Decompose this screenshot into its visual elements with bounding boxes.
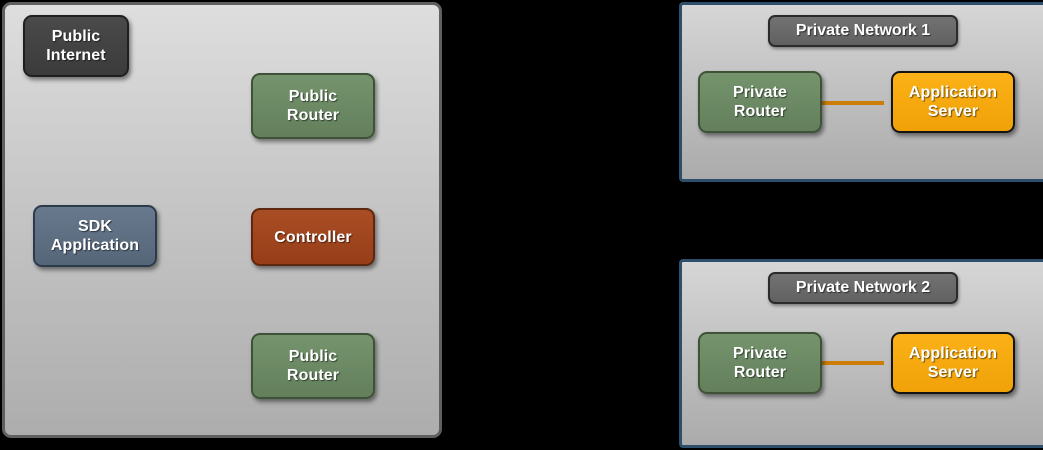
node-application-server-1-label: Application Server (908, 84, 998, 120)
private-network-1-title: Private Network 1 (768, 15, 958, 47)
node-public-internet[interactable]: Public Internet (23, 15, 129, 77)
public-cloud-panel: Public Internet Public Router SDK Applic… (2, 2, 442, 438)
node-sdk-application-label: SDK Application (50, 218, 140, 254)
node-application-server-2-label: Application Server (908, 345, 998, 381)
node-sdk-application[interactable]: SDK Application (33, 205, 157, 267)
node-private-router-1[interactable]: Private Router (698, 71, 822, 133)
node-controller-label: Controller (274, 228, 352, 246)
node-public-router-top-label: Public Router (286, 88, 340, 124)
private-network-1-panel: Private Network 1 Private Router Applica… (679, 2, 1043, 182)
node-public-internet-label: Public Internet (46, 28, 106, 64)
node-public-router-bottom-label: Public Router (286, 348, 340, 384)
connector-private-router-1-to-application-server-1 (812, 101, 884, 105)
node-private-router-2[interactable]: Private Router (698, 332, 822, 394)
private-network-2-title: Private Network 2 (768, 272, 958, 304)
node-private-router-2-label: Private Router (732, 345, 788, 381)
private-network-2-title-label: Private Network 2 (795, 279, 931, 296)
node-controller[interactable]: Controller (251, 208, 375, 266)
node-application-server-1[interactable]: Application Server (891, 71, 1015, 133)
node-public-router-top[interactable]: Public Router (251, 73, 375, 139)
node-public-router-bottom[interactable]: Public Router (251, 333, 375, 399)
private-network-1-title-label: Private Network 1 (795, 22, 931, 39)
connector-private-router-2-to-application-server-2 (812, 361, 884, 365)
private-network-2-panel: Private Network 2 Private Router Applica… (679, 259, 1043, 448)
node-private-router-1-label: Private Router (732, 84, 788, 120)
node-application-server-2[interactable]: Application Server (891, 332, 1015, 394)
